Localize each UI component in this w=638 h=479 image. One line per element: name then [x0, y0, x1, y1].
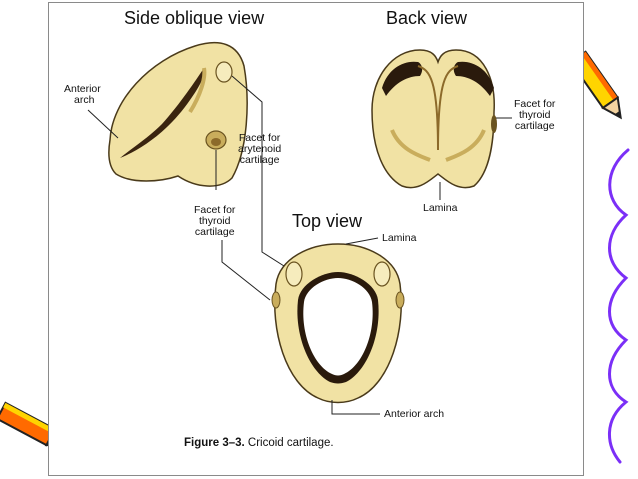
label-facet-arytenoid: Facet for arytenoid cartilage — [238, 133, 281, 166]
leader-facet-arytenoid-top — [262, 180, 284, 266]
label-line: cartilage — [238, 155, 281, 166]
figure-caption: Figure 3–3. Cricoid cartilage. — [184, 437, 334, 449]
label-lamina-top: Lamina — [382, 233, 416, 244]
figure-caption-text: Cricoid cartilage. — [248, 437, 334, 449]
top-view-title: Top view — [292, 211, 362, 232]
label-lamina-back: Lamina — [423, 203, 457, 214]
label-facet-thyroid-side: Facet for thyroid cartilage — [194, 205, 235, 238]
side-oblique-cartilage — [109, 43, 247, 186]
figure-number: Figure 3–3. — [184, 437, 245, 449]
side-oblique-view-title: Side oblique view — [124, 8, 264, 29]
back-view-cartilage — [372, 50, 497, 188]
back-view-title: Back view — [386, 8, 467, 29]
label-facet-thyroid-back: Facet for thyroid cartilage — [514, 99, 555, 132]
label-line: cartilage — [194, 227, 235, 238]
label-line: cartilage — [514, 121, 555, 132]
label-anterior-arch-top: Anterior arch — [384, 409, 444, 420]
label-anterior-arch-side: Anterior arch — [64, 84, 101, 106]
top-view-cartilage — [272, 244, 404, 403]
label-line: arch — [64, 95, 101, 106]
leader-facet-thyroid-top — [222, 240, 270, 300]
leader-lamina-top — [346, 238, 378, 244]
